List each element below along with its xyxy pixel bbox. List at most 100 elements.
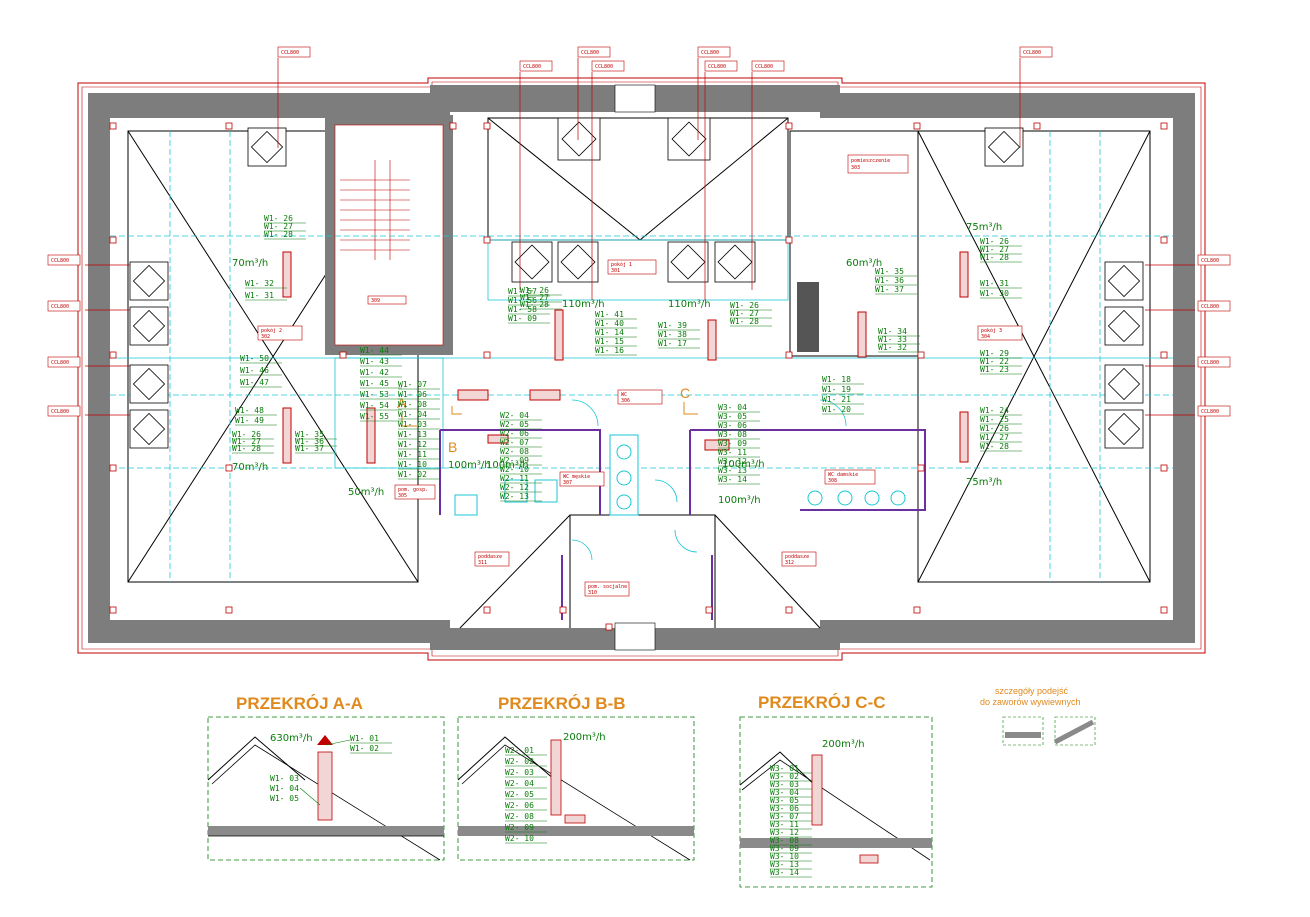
svg-text:301: 301 (611, 268, 620, 274)
duct-label: W2- 09 (500, 456, 529, 465)
duct-label: W3- 04 (770, 788, 799, 797)
duct-label: W1- 21 (822, 395, 851, 404)
duct-label: W1- 07 (398, 380, 427, 389)
svg-text:303: 303 (851, 165, 860, 171)
tag-label: CCL800 (701, 50, 719, 56)
svg-text:308: 308 (828, 478, 837, 484)
duct-label: W3- 09 (718, 439, 747, 448)
flow-label: 70m³/h (232, 462, 268, 473)
duct-label: W2- 05 (505, 790, 534, 799)
tag-label: CCL800 (281, 50, 299, 56)
svg-text:306: 306 (621, 398, 630, 404)
sanitary-fixtures (454, 434, 906, 516)
duct-label: W3- 12 (770, 828, 799, 837)
flow-label: 110m³/h (668, 299, 711, 310)
duct-label: W1- 44 (360, 346, 389, 355)
duct-label: W3- 06 (770, 804, 799, 813)
duct-label: W1- 24 (980, 406, 1009, 415)
tag-label: CCL800 (595, 64, 613, 70)
tag-label: CCL800 (1023, 50, 1041, 56)
duct-label: W1- 31 (245, 291, 274, 300)
duct-label: W3- 14 (718, 475, 747, 484)
duct-label: W1- 05 (270, 794, 299, 803)
duct-label: W2- 07 (500, 438, 529, 447)
duct-label: W1- 27 (264, 222, 293, 231)
roof-outline (77, 77, 1206, 661)
duct-label: W2- 05 (500, 420, 529, 429)
duct-label: W2- 12 (500, 483, 529, 492)
duct-label: W1- 28 (520, 300, 549, 309)
tag-label: CCL800 (51, 409, 69, 415)
window-bottom (614, 622, 656, 651)
duct-label: W1- 45 (360, 379, 389, 388)
section-title: PRZEKRÓJ A-A (236, 694, 363, 713)
tag-label: CCL800 (51, 258, 69, 264)
tag-label: CCL800 (51, 360, 69, 366)
svg-text:WC męskie: WC męskie (563, 474, 590, 480)
section-marker-b: B (448, 439, 457, 455)
duct-label: W1- 13 (398, 430, 427, 439)
duct-label: W1- 32 (878, 343, 907, 352)
svg-text:310: 310 (588, 590, 597, 596)
duct-label: W1- 26 (980, 237, 1009, 246)
duct-label: W1- 27 (520, 293, 549, 302)
svg-text:302: 302 (261, 334, 270, 340)
duct-label: W1- 27 (980, 433, 1009, 442)
svg-text:pokój 3: pokój 3 (981, 327, 1002, 334)
duct-label: W1- 41 (595, 310, 624, 319)
duct-label: W1- 25 (980, 415, 1009, 424)
details-subtitle: do zaworów wywiewnych (980, 697, 1081, 707)
floor-plan: CCL800 CCL800 CCL800 CCL800 CCL800 CCL80… (47, 46, 1231, 661)
duct-label: W1- 22 (980, 357, 1009, 366)
duct-label: W2- 03 (505, 768, 534, 777)
duct-label: W3- 11 (770, 820, 799, 829)
svg-text:pom. gosp.: pom. gosp. (398, 487, 428, 493)
duct-label: W2- 08 (500, 447, 529, 456)
duct-label: W1- 23 (980, 365, 1009, 374)
svg-text:pomieszczenie: pomieszczenie (851, 158, 890, 164)
duct-label: W1- 19 (822, 385, 851, 394)
duct-label: W1- 20 (822, 405, 851, 414)
tag-label: CCL800 (1201, 258, 1219, 264)
duct-label: W1- 04 (270, 784, 299, 793)
duct-label: W1- 09 (508, 314, 537, 323)
service-shaft (797, 282, 819, 352)
duct-label: W1- 53 (360, 390, 389, 399)
duct-label: W3- 13 (718, 466, 747, 475)
duct-label: W1- 55 (360, 412, 389, 421)
svg-text:309: 309 (371, 298, 380, 304)
duct-label: W3- 14 (770, 868, 799, 877)
flow-label: 50m³/h (348, 487, 384, 498)
duct-label: W2- 04 (505, 779, 534, 788)
duct-label: W1- 26 (232, 430, 261, 439)
duct-label: W3- 11 (718, 448, 747, 457)
duct-label: W1- 26 (264, 214, 293, 223)
section-markers: A B C (397, 385, 698, 455)
duct-label: W1- 36 (295, 437, 324, 446)
svg-text:WC damskie: WC damskie (828, 472, 858, 478)
duct-label: W1- 28 (980, 442, 1009, 451)
svg-text:305: 305 (398, 493, 407, 499)
duct-label: W3- 02 (770, 772, 799, 781)
duct-label: W1- 08 (398, 400, 427, 409)
duct-label: W1- 54 (360, 401, 389, 410)
tag-label: CCL800 (523, 64, 541, 70)
duct-label: W1- 28 (980, 253, 1009, 262)
svg-text:pokój 2: pokój 2 (261, 327, 282, 334)
flow-label: 75m³/h (966, 477, 1002, 488)
tag-label: CCL800 (51, 304, 69, 310)
flow-annotations: 70m³/h 60m³/h 110m³/h 110m³/h 75m³/h 75m… (232, 222, 1002, 506)
duct-label: W2- 11 (500, 474, 529, 483)
section-flow: 200m³/h (822, 739, 865, 750)
svg-text:304: 304 (981, 334, 990, 340)
svg-text:pokój 1: pokój 1 (611, 261, 632, 268)
duct-label: W1- 30 (980, 289, 1009, 298)
duct-label: W1- 28 (232, 444, 261, 453)
